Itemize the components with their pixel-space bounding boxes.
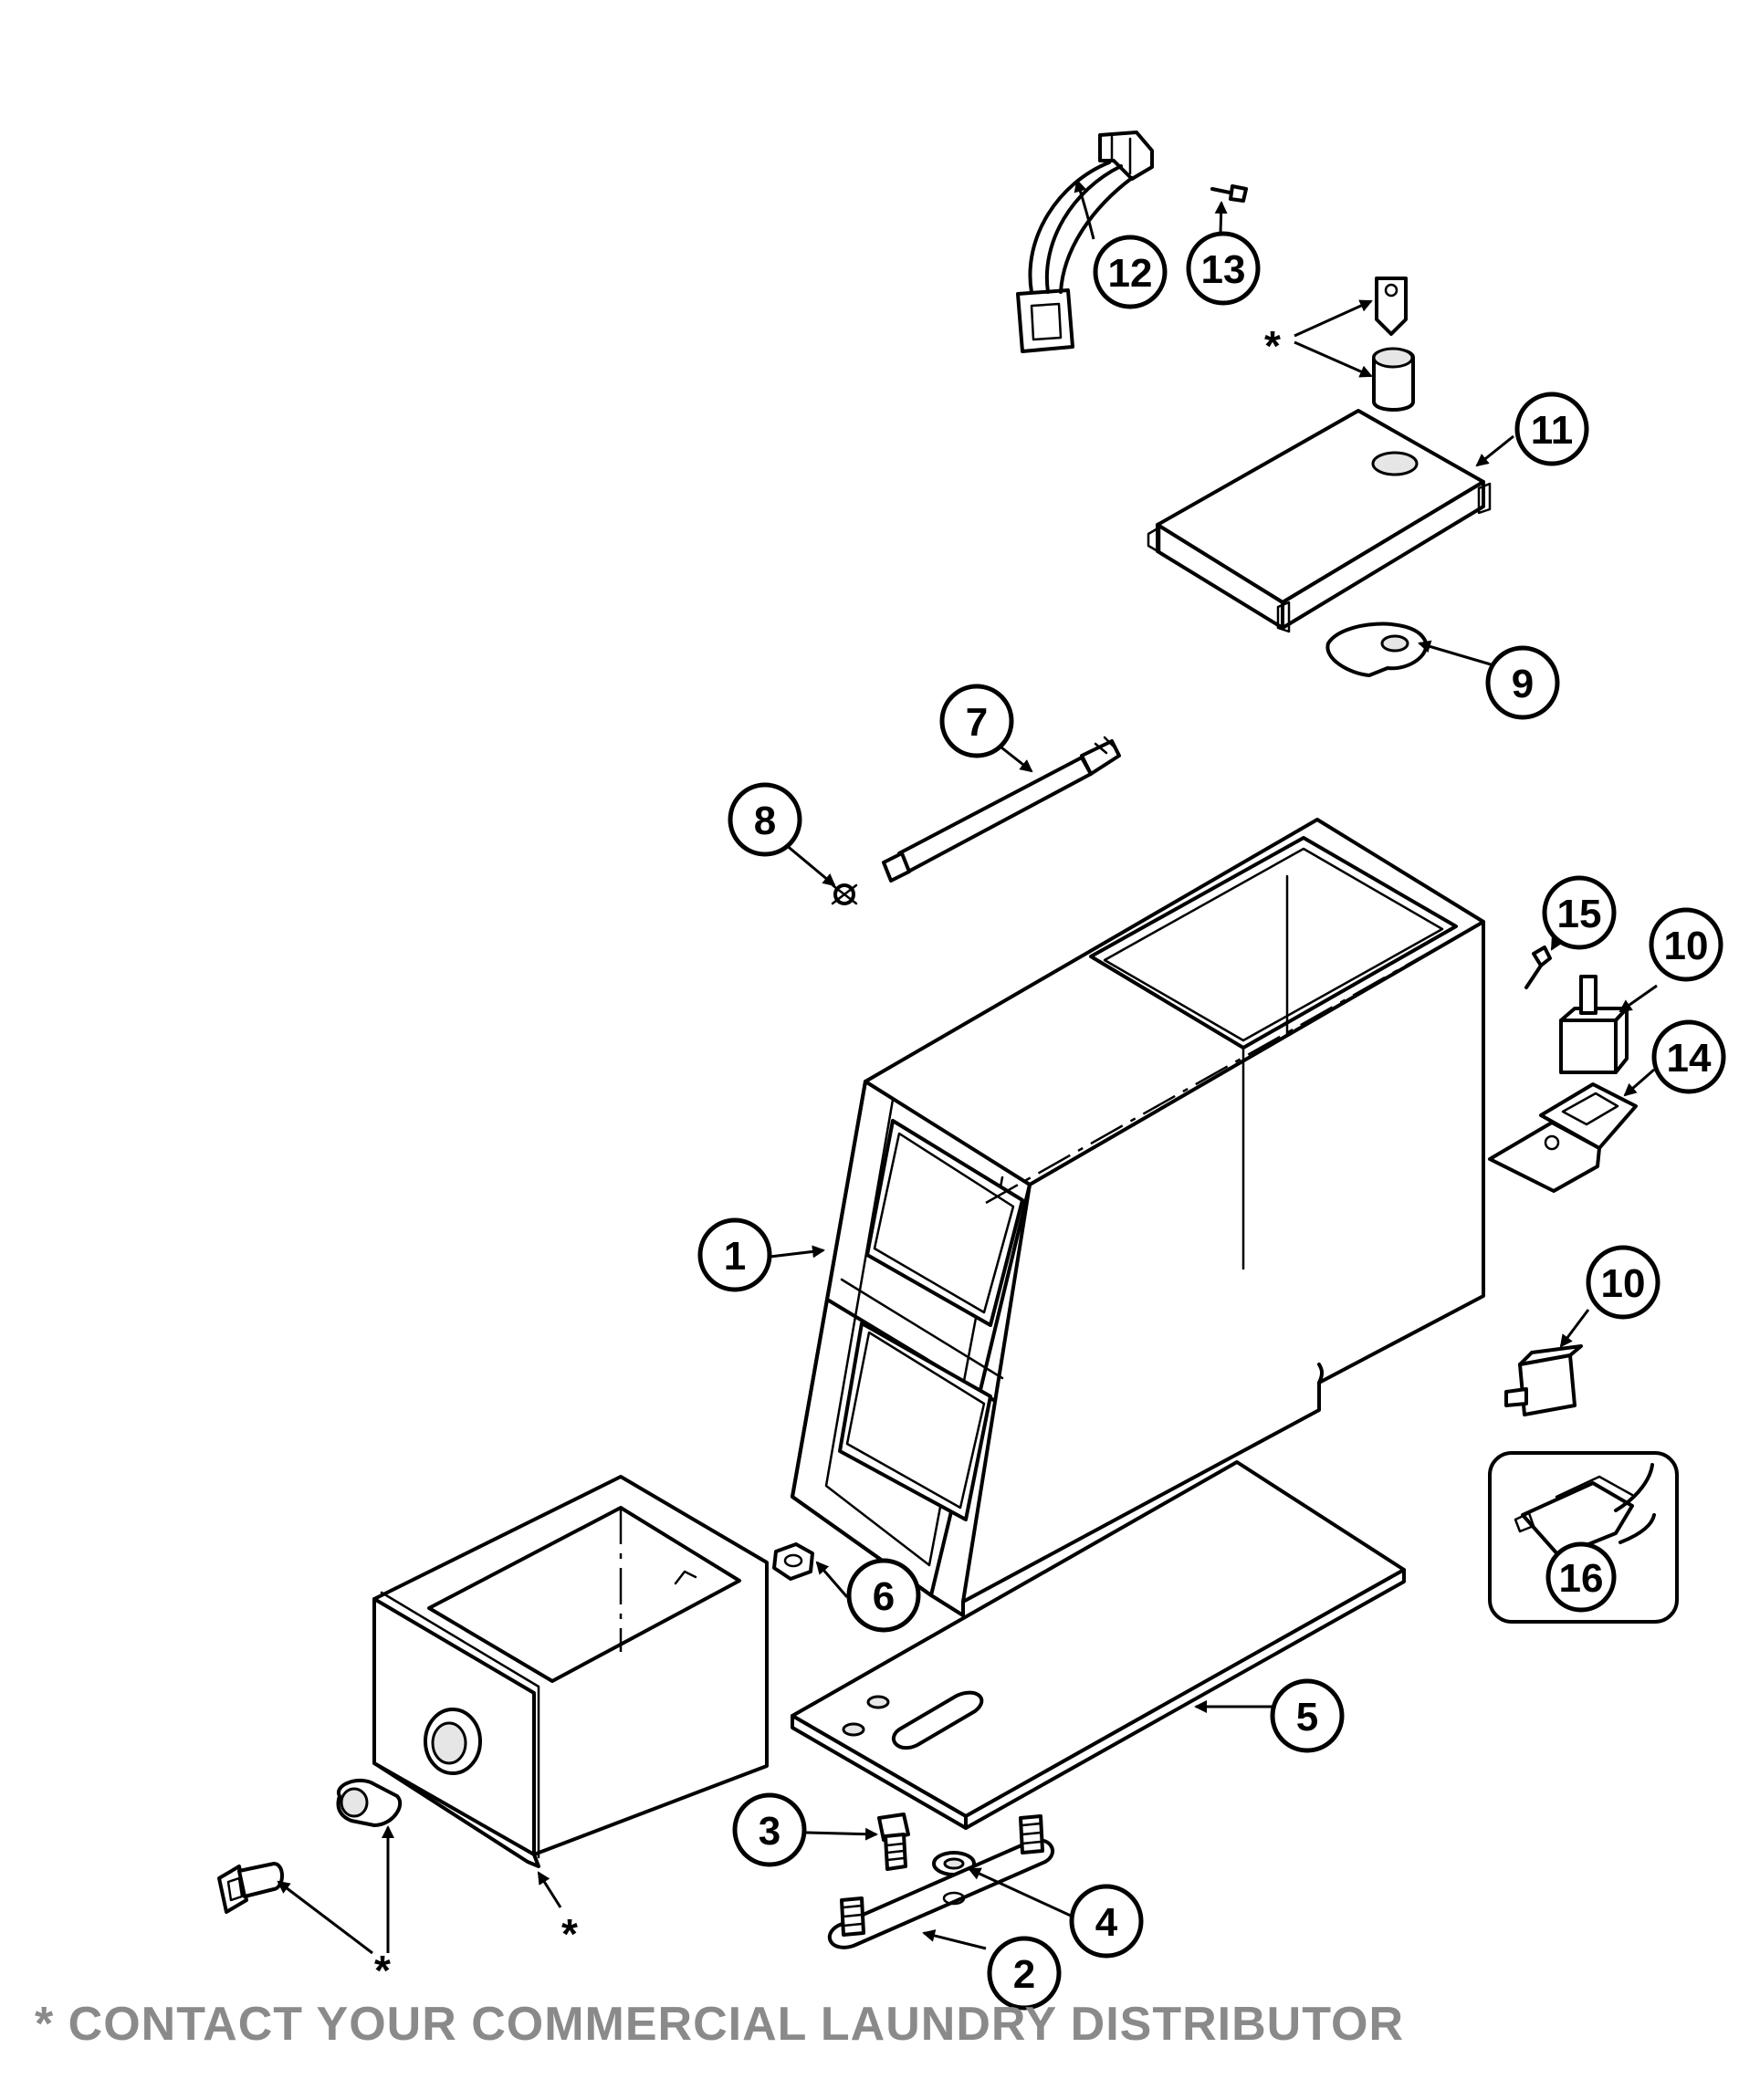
- screw-part: [1210, 184, 1248, 203]
- callout-9: 9: [1485, 645, 1560, 720]
- callout-label: 13: [1201, 247, 1246, 292]
- callout-label: 2: [1013, 1952, 1035, 1997]
- inset-box-part-16: [1488, 1451, 1679, 1624]
- asterisk-drawer: *: [561, 1910, 578, 1958]
- callout-5: 5: [1270, 1678, 1345, 1753]
- callout-label: 11: [1531, 408, 1574, 453]
- callout-16: 16: [1545, 1541, 1617, 1613]
- shaft-part: [882, 736, 1121, 883]
- callout-15: 15: [1542, 875, 1617, 950]
- callout-10-upper: 10: [1649, 907, 1723, 982]
- callout-label: 5: [1296, 1695, 1318, 1740]
- stud-plate-part: [827, 1814, 1055, 1949]
- callout-4: 4: [1069, 1884, 1144, 1959]
- wire-harness-part: [1016, 131, 1154, 353]
- callout-6: 6: [846, 1558, 921, 1633]
- callout-11: 11: [1514, 392, 1589, 466]
- callout-label: 9: [1512, 662, 1534, 706]
- small-screw-part: [1524, 946, 1552, 989]
- base-plate-part: [791, 1460, 1406, 1830]
- callout-label: 16: [1559, 1556, 1604, 1601]
- lock-key-part-bottom: [217, 1779, 403, 1914]
- asterisk-lock: *: [374, 1947, 391, 1994]
- callout-8: 8: [728, 782, 802, 857]
- washer-part: [932, 1851, 976, 1876]
- callout-12: 12: [1093, 235, 1168, 309]
- callout-label: 6: [873, 1574, 895, 1619]
- leader-lines: [277, 179, 1658, 1955]
- callout-label: 4: [1095, 1900, 1118, 1945]
- callout-label: 1: [724, 1234, 746, 1279]
- switch-part-lower: [1504, 1344, 1583, 1416]
- small-nut-part: [831, 883, 858, 905]
- cover-plate-part: [1147, 409, 1492, 633]
- callout-7: 7: [939, 684, 1014, 758]
- asterisk-top: *: [1264, 322, 1281, 370]
- callout-1: 1: [697, 1217, 772, 1292]
- callout-14: 14: [1651, 1019, 1726, 1094]
- callout-label: 7: [966, 700, 988, 745]
- hex-nut-part: [772, 1542, 814, 1581]
- callout-label: 10: [1664, 924, 1709, 968]
- callout-13: 13: [1186, 231, 1261, 306]
- bracket-part: [1488, 1082, 1638, 1193]
- callout-label: 12: [1108, 251, 1153, 296]
- switch-part-upper: [1559, 975, 1629, 1074]
- lock-key-part-top: [1372, 277, 1415, 412]
- callout-label: 15: [1557, 892, 1602, 936]
- callout-2: 2: [987, 1936, 1062, 2011]
- bolt-part: [877, 1813, 910, 1871]
- footer-note: * CONTACT YOUR COMMERCIAL LAUNDRY DISTRI…: [35, 1998, 1405, 2051]
- cam-washer-part: [1325, 622, 1429, 677]
- callout-label: 3: [759, 1809, 780, 1854]
- callout-3: 3: [732, 1792, 807, 1867]
- callout-10-lower: 10: [1586, 1245, 1660, 1320]
- callout-label: 8: [754, 799, 776, 843]
- callout-label: 14: [1667, 1036, 1712, 1081]
- callout-label: 10: [1601, 1261, 1646, 1306]
- coin-box-cabinet-part: [791, 818, 1485, 1617]
- coin-drawer-part: [372, 1475, 769, 1868]
